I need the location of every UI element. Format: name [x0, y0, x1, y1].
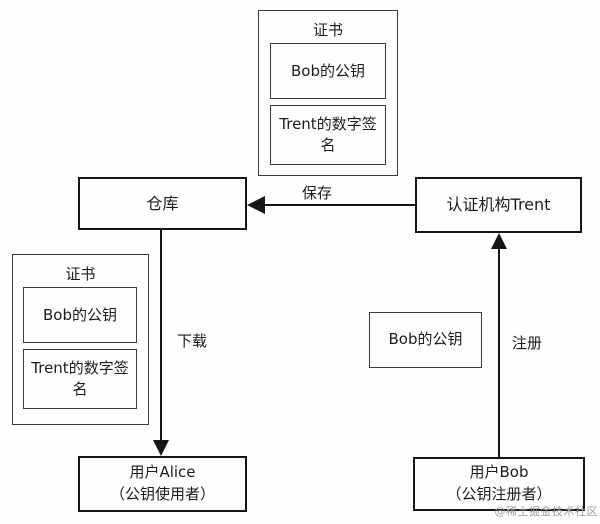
user-alice-role: （公钥使用者）	[109, 485, 215, 503]
arrow-register-head-icon	[491, 233, 507, 249]
watermark: @稀土掘金技术社区	[494, 505, 598, 518]
arrow-save-label: 保存	[300, 182, 335, 203]
bob-public-key-box: Bob的公钥	[369, 312, 482, 368]
user-bob-box: 用户Bob （公钥注册者）	[413, 457, 585, 511]
arrow-register-label: 注册	[510, 332, 545, 353]
user-bob-role: （公钥注册者）	[446, 485, 552, 503]
arrow-save-line	[264, 204, 415, 206]
certificate-title: 证书	[65, 265, 96, 283]
user-bob-name: 用户Bob	[469, 463, 529, 482]
repository-box: 仓库	[78, 177, 247, 230]
arrow-register-line	[498, 247, 500, 457]
arrow-save-head-icon	[247, 196, 265, 214]
certificate-item-bob-public-key: Bob的公钥	[23, 287, 137, 343]
certificate-item-trent-signature: Trent的数字签名	[23, 349, 137, 409]
user-alice-box: 用户Alice （公钥使用者）	[78, 456, 247, 512]
certificate-item-bob-public-key: Bob的公钥	[270, 43, 386, 99]
certificate-box-left: 证书 Bob的公钥 Trent的数字签名	[12, 254, 149, 425]
arrow-download-label: 下载	[175, 330, 210, 351]
user-alice-name: 用户Alice	[129, 463, 196, 482]
certificate-item-trent-signature: Trent的数字签名	[270, 105, 386, 165]
certificate-box-top: 证书 Bob的公钥 Trent的数字签名	[258, 10, 398, 176]
certificate-title: 证书	[312, 21, 343, 39]
arrow-download-line	[160, 230, 162, 442]
arrow-download-head-icon	[153, 440, 169, 456]
certification-authority-box: 认证机构Trent	[415, 177, 582, 233]
